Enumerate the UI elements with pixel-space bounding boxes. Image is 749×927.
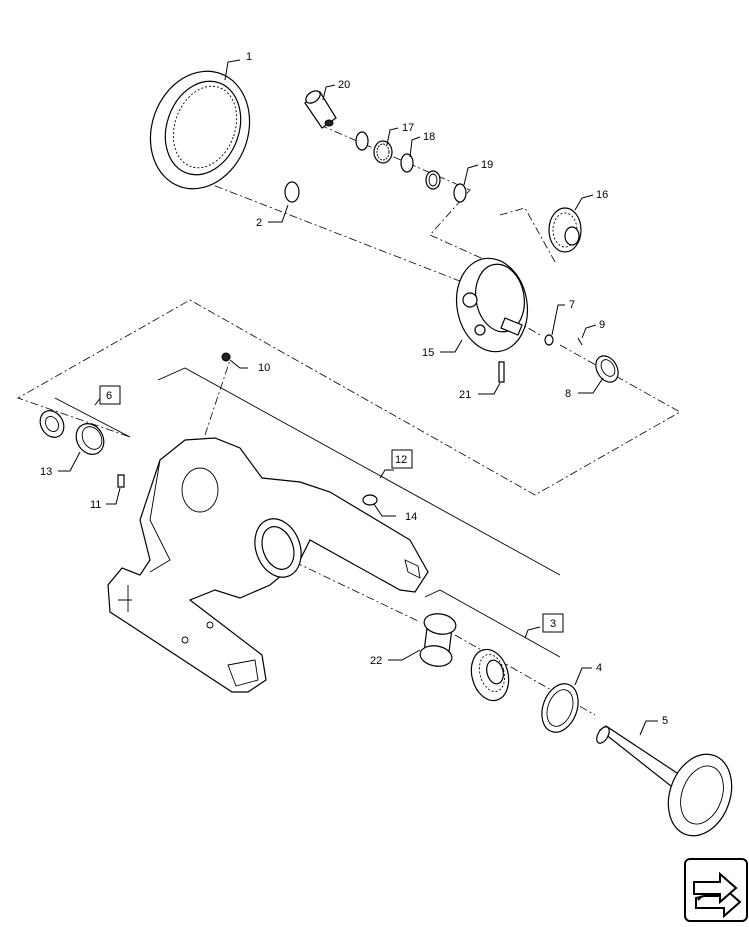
callout-16: 16 xyxy=(596,189,608,201)
bolt-part xyxy=(498,361,505,383)
callout-13: 13 xyxy=(40,466,52,478)
axle-shaft-part xyxy=(596,725,733,837)
planet-gear-small-part xyxy=(373,140,393,164)
tapered-bearing-part xyxy=(470,648,510,702)
arrow-glyph-icon xyxy=(693,871,742,919)
oil-seal-part xyxy=(541,683,579,733)
needle-bearing-part xyxy=(425,170,441,190)
assembly-centerlines xyxy=(17,124,681,716)
callout-10: 10 xyxy=(258,362,270,374)
ring-gear-part xyxy=(149,70,251,190)
lock-washer-part xyxy=(544,334,554,346)
callout-11: 11 xyxy=(90,499,101,511)
grease-fitting-part xyxy=(221,352,231,362)
callout-1: 1 xyxy=(246,51,252,63)
callout-15: 15 xyxy=(422,347,434,359)
callout-7: 7 xyxy=(569,299,575,311)
bearing-cup-part xyxy=(75,423,105,455)
bearing-cone-part xyxy=(39,410,65,438)
planet-pin-part xyxy=(304,90,337,129)
callout-5: 5 xyxy=(662,715,668,727)
callout-3: 3 xyxy=(550,618,556,630)
callout-19: 19 xyxy=(481,159,493,171)
callout-18: 18 xyxy=(423,131,435,143)
planet-carrier-part xyxy=(455,257,529,353)
retaining-ring-part xyxy=(400,153,414,173)
snap-ring-part xyxy=(284,181,300,203)
callout-17: 17 xyxy=(402,122,414,134)
callout-12: 12 xyxy=(395,454,407,466)
callout-20: 20 xyxy=(338,79,350,91)
callout-22: 22 xyxy=(370,655,382,667)
callout-labels: 1 2 20 17 18 19 16 7 9 8 21 15 10 13 11 … xyxy=(40,51,668,727)
callout-9: 9 xyxy=(599,319,605,331)
callout-6: 6 xyxy=(106,390,112,402)
plug-part xyxy=(362,494,378,506)
seal-ring-part xyxy=(595,355,619,383)
group-brackets xyxy=(54,367,561,658)
dowel-pin-part xyxy=(117,474,125,488)
callout-21: 21 xyxy=(459,389,471,401)
callout-8: 8 xyxy=(565,388,571,400)
callout-box-12 xyxy=(391,449,413,469)
callout-4: 4 xyxy=(596,662,602,674)
thrust-washer-part xyxy=(355,131,369,151)
bearing-sleeve-part xyxy=(419,613,457,667)
set-screw-part xyxy=(577,337,583,346)
leader-lines xyxy=(58,59,658,736)
callout-box-3 xyxy=(542,613,564,633)
callout-14: 14 xyxy=(405,511,417,523)
next-page-arrow-icon[interactable] xyxy=(684,858,748,922)
washer-part xyxy=(453,183,467,203)
axle-housing-part xyxy=(107,437,429,693)
planet-gear-part xyxy=(548,207,582,253)
callout-box-6 xyxy=(99,385,121,405)
callout-2: 2 xyxy=(256,217,262,229)
